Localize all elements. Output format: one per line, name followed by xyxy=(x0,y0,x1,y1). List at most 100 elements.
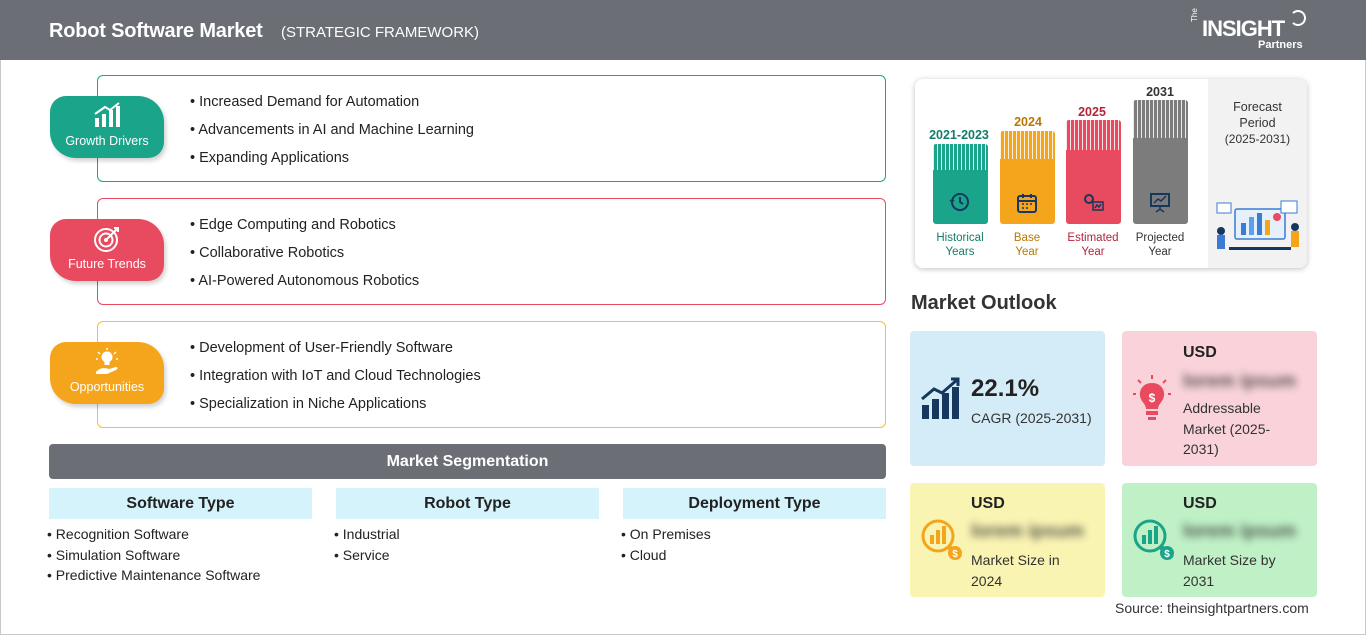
label-line3: 2031) xyxy=(1183,441,1219,457)
magnifier-chart-icon: $ xyxy=(921,519,962,560)
size2031-currency: USD xyxy=(1183,495,1217,512)
year-text: 2024 xyxy=(1014,115,1042,129)
target-icon xyxy=(94,227,119,252)
list-item: Specialization in Niche Applications xyxy=(190,396,481,424)
label-line2: Year xyxy=(1081,246,1105,258)
forecast-period-text: (2025-2031) xyxy=(1224,132,1291,146)
size2024-label: Market Size in 2024 xyxy=(971,550,1060,591)
year-text: 2031 xyxy=(1146,85,1174,99)
calendar-icon xyxy=(1017,194,1037,213)
label-line2: 2031 xyxy=(1183,572,1215,589)
deployment-type-list: On Premises Cloud xyxy=(621,526,711,567)
forecast-period-panel: Forecast Period (2025-2031) xyxy=(1208,79,1307,268)
page-subtitle: (STRATEGIC FRAMEWORK) xyxy=(281,24,480,41)
timeline-label-historical: Historical Years xyxy=(925,231,995,259)
cagr-label: CAGR (2025-2031) xyxy=(971,410,1092,426)
logo-the: The xyxy=(1190,8,1199,22)
segment-header-software-type: Software Type xyxy=(49,488,312,519)
magnifier-chart-icon: $ xyxy=(1133,519,1174,560)
list-item: Development of User-Friendly Software xyxy=(190,340,481,368)
future-trends-badge: Future Trends xyxy=(50,219,164,281)
logo-partners: Partners xyxy=(1258,39,1303,51)
size2024-currency: USD xyxy=(971,495,1005,512)
forecast-label-line2: Period xyxy=(1239,116,1276,130)
list-item: Predictive Maintenance Software xyxy=(47,567,261,588)
market-outlook-title: Market Outlook xyxy=(911,292,1057,314)
logo-insight: INSIGHT xyxy=(1202,16,1285,41)
bar-growth-icon xyxy=(94,102,120,127)
list-item: Increased Demand for Automation xyxy=(190,94,474,122)
history-clock-icon xyxy=(949,193,969,211)
software-type-list: Recognition Software Simulation Software… xyxy=(47,526,261,588)
opportunities-badge: Opportunities xyxy=(50,342,164,404)
timeline-bar-estimated xyxy=(1066,120,1121,224)
logo-swoosh-icon xyxy=(1290,10,1306,26)
list-item: Collaborative Robotics xyxy=(190,245,419,273)
money-bulb-icon: $ xyxy=(1133,375,1171,420)
badge-label: Opportunities xyxy=(69,380,145,394)
label-line1: Historical xyxy=(936,232,984,244)
label-line1: Estimated xyxy=(1067,232,1119,244)
timeline-label-projected: Projected Year xyxy=(1125,231,1195,259)
badge-label: Growth Drivers xyxy=(65,134,149,148)
growth-drivers-badge: Growth Drivers xyxy=(50,96,164,158)
label-line2: Year xyxy=(1015,246,1039,258)
size2024-value: lorem ipsum xyxy=(971,521,1084,542)
label-line2: Year xyxy=(1148,246,1172,258)
year-text: 2025 xyxy=(1078,105,1106,119)
list-item: Integration with IoT and Cloud Technolog… xyxy=(190,368,481,396)
growth-drivers-box: Increased Demand for Automation Advancem… xyxy=(97,75,886,182)
robot-type-list: Industrial Service xyxy=(334,526,400,567)
future-trends-box: Edge Computing and Robotics Collaborativ… xyxy=(97,198,886,305)
bar-stripes xyxy=(1000,131,1055,159)
label-line1: Market Size by xyxy=(1183,552,1276,568)
page-title: Robot Software Market xyxy=(49,20,263,42)
list-item: Edge Computing and Robotics xyxy=(190,217,419,245)
list-item: Expanding Applications xyxy=(190,150,474,178)
list-item: Cloud xyxy=(621,547,711,568)
market-size-2031-card: USD lorem ipsum $ Market Size by 2031 xyxy=(1122,483,1317,597)
market-size-2024-card: USD lorem ipsum $ Market Size in 2024 xyxy=(910,483,1105,597)
timeline-year-estimated: 2025 xyxy=(1052,105,1132,119)
insight-partners-logo[interactable]: The INSIGHT Partners xyxy=(1190,8,1310,54)
badge-label: Future Trends xyxy=(68,257,146,271)
label-line2: Years xyxy=(945,246,975,258)
opportunities-box: Development of User-Friendly Software In… xyxy=(97,321,886,428)
timeline-bar-historical xyxy=(933,144,988,224)
addressable-currency: USD xyxy=(1183,344,1217,361)
year-text: 2021-2023 xyxy=(929,128,989,142)
bar-stripes xyxy=(933,144,988,170)
analytics-people-icon xyxy=(1216,200,1299,250)
label-line2: 2024 xyxy=(971,572,1003,589)
cagr-value: 22.1% xyxy=(971,375,1040,402)
addressable-label: Addressable Market (2025- 2031) xyxy=(1183,398,1270,460)
cagr-card: 22.1% CAGR (2025-2031) xyxy=(910,331,1105,466)
growth-drivers-list: Increased Demand for Automation Advancem… xyxy=(190,94,474,178)
label-line1: Addressable xyxy=(1183,400,1261,416)
label-line2: Market (2025- xyxy=(1183,420,1271,437)
bar-stripes xyxy=(1066,120,1121,150)
growth-chart-icon xyxy=(921,377,960,419)
future-trends-list: Edge Computing and Robotics Collaborativ… xyxy=(190,217,419,301)
forecast-label-line1: Forecast xyxy=(1233,100,1282,114)
timeline-label-estimated: Estimated Year xyxy=(1058,231,1128,259)
addressable-market-card: USD lorem ipsum $ Addressable Market (20… xyxy=(1122,331,1317,466)
size2031-label: Market Size by 2031 xyxy=(1183,550,1276,591)
source-text[interactable]: Source: theinsightpartners.com xyxy=(1115,600,1309,616)
timeline-year-historical: 2021-2023 xyxy=(919,128,999,142)
market-segmentation-bar: Market Segmentation xyxy=(49,444,886,479)
list-item: Service xyxy=(334,547,400,568)
segment-header-robot-type: Robot Type xyxy=(336,488,599,519)
timeline-bar-base xyxy=(1000,131,1055,224)
timeline-year-base: 2024 xyxy=(988,115,1068,129)
addressable-value: lorem ipsum xyxy=(1183,371,1296,392)
estimate-gear-icon xyxy=(1084,194,1104,211)
list-item: On Premises xyxy=(621,526,711,547)
header-bar: Robot Software Market (STRATEGIC FRAMEWO… xyxy=(0,0,1366,60)
list-item: Industrial xyxy=(334,526,400,547)
label-line1: Projected xyxy=(1135,232,1185,244)
timeline-year-projected: 2031 xyxy=(1120,85,1200,99)
segment-header-deployment-type: Deployment Type xyxy=(623,488,886,519)
size2031-value: lorem ipsum xyxy=(1183,521,1296,542)
timeline-bar-projected xyxy=(1133,100,1188,224)
